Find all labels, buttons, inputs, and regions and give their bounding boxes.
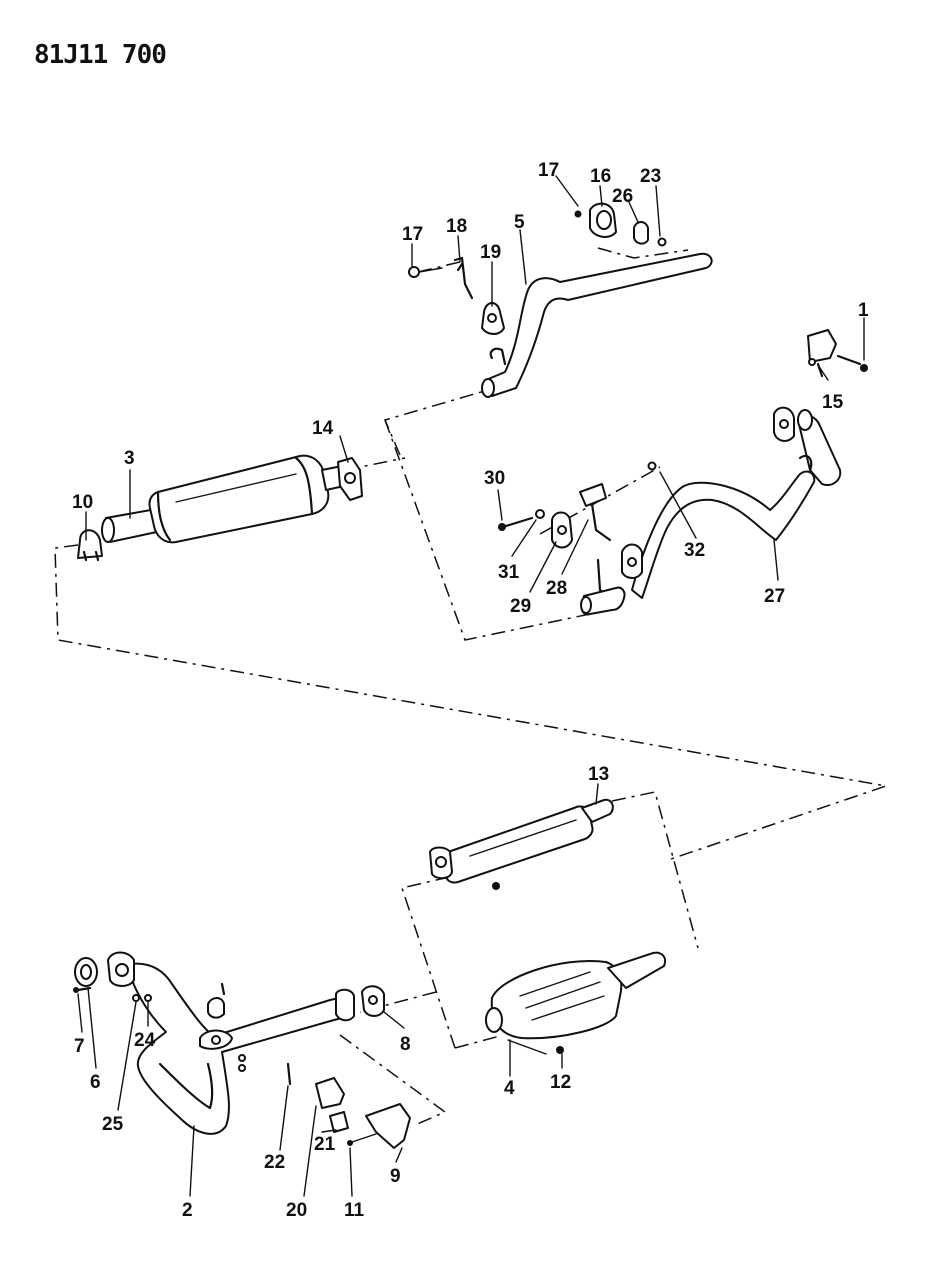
callout-4: 4 [504, 1078, 515, 1099]
leader-lines [77, 175, 865, 1197]
insulator-upper [481, 302, 505, 335]
callout-8: 8 [400, 1034, 411, 1055]
tailpipe-clamp-group [574, 202, 667, 247]
callout-18: 18 [446, 216, 467, 237]
callout-28: 28 [546, 578, 567, 599]
callout-labels: 1 2 3 4 5 6 7 8 9 10 11 12 13 14 15 16 1… [72, 160, 869, 1221]
callout-3: 3 [124, 448, 135, 469]
muffler-hanger [337, 457, 363, 501]
callout-21: 21 [314, 1134, 336, 1155]
callout-26: 26 [612, 186, 633, 207]
front-support-group [286, 1062, 411, 1149]
callout-1: 1 [858, 300, 869, 321]
flange-gaskets [551, 406, 795, 579]
catalytic-converter [485, 951, 666, 1055]
diagram-code: 81J11 700 [34, 40, 167, 70]
callout-32: 32 [684, 540, 705, 561]
callout-9: 9 [390, 1166, 401, 1187]
callout-11: 11 [344, 1200, 365, 1221]
hanger-bracket-upper [408, 256, 474, 300]
callout-30: 30 [484, 468, 505, 489]
front-exhaust-pipe [107, 951, 355, 1135]
resonator-pipe [429, 798, 614, 890]
manifold-nuts [132, 994, 152, 1002]
assembly-dash-lines [54, 247, 887, 1126]
callout-16: 16 [590, 166, 611, 187]
callout-19: 19 [480, 242, 501, 263]
flange-fasteners [498, 461, 657, 531]
front-pipe-gasket [361, 985, 385, 1017]
muffler [101, 454, 345, 544]
callout-15: 15 [822, 392, 844, 413]
callout-17-upper: 17 [538, 160, 559, 181]
callout-5: 5 [514, 212, 525, 233]
callout-25: 25 [102, 1114, 124, 1135]
callout-13: 13 [588, 764, 609, 785]
pipe-stud-grommet [207, 982, 246, 1072]
callout-17-left: 17 [402, 224, 423, 245]
callout-14: 14 [312, 418, 334, 439]
callout-20: 20 [286, 1200, 307, 1221]
manifold-seal [73, 957, 98, 993]
muffler-clamp [77, 529, 103, 562]
callout-6: 6 [90, 1072, 101, 1093]
callout-12: 12 [550, 1072, 571, 1093]
tailpipe [481, 252, 713, 398]
callout-10: 10 [72, 492, 93, 513]
callout-31: 31 [498, 562, 520, 583]
callout-7: 7 [74, 1036, 85, 1057]
callout-27: 27 [764, 586, 785, 607]
callout-2: 2 [182, 1200, 193, 1221]
rear-hanger-bracket [807, 329, 868, 378]
hanger-bracket-lower [579, 483, 626, 616]
callout-24: 24 [134, 1030, 156, 1051]
callout-23: 23 [640, 166, 661, 187]
callout-22: 22 [264, 1152, 285, 1173]
callout-29: 29 [510, 596, 531, 617]
intermediate-pipe [631, 409, 842, 599]
